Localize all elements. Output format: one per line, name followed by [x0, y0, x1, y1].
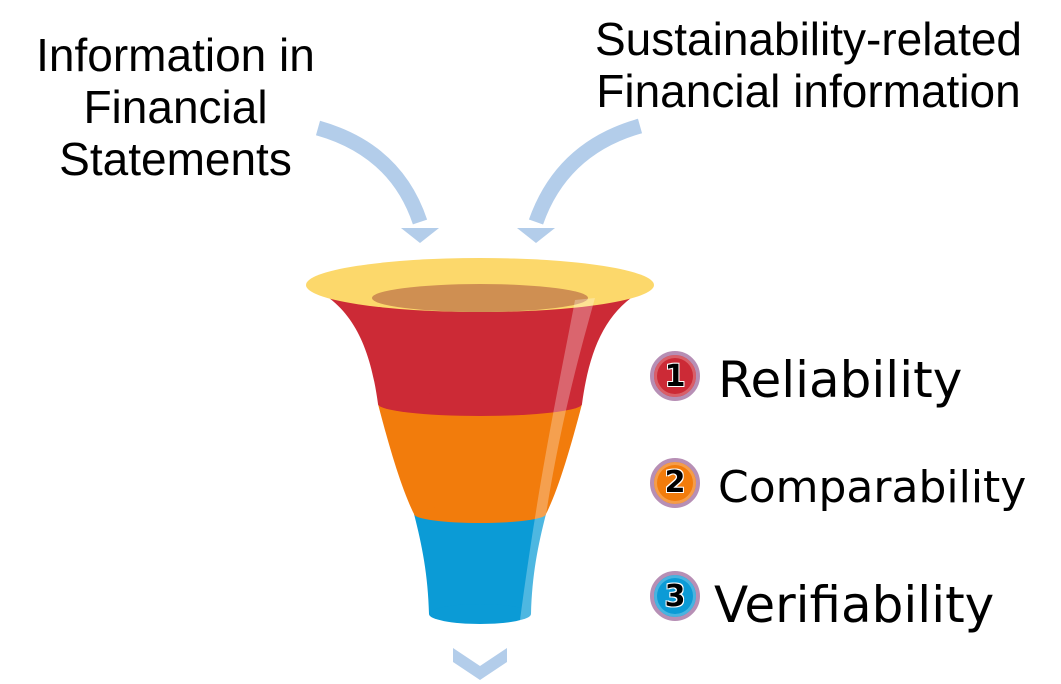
- left-curved-arrow-icon: [315, 120, 439, 243]
- funnel-highlight: [520, 298, 595, 622]
- criterion-label: Verifiability: [714, 576, 995, 634]
- criterion-comparability: 2 Comparability: [650, 452, 1026, 513]
- funnel-section-2: [378, 404, 582, 514]
- number-badge-3: 3: [650, 571, 700, 621]
- funnel-bottom: [429, 604, 531, 624]
- chevron-down-icon: [453, 648, 507, 680]
- number-badge-1: 1: [650, 351, 700, 401]
- funnel-section-1: [307, 285, 653, 404]
- input-label-sustainability-information: Sustainability-related Financial informa…: [594, 13, 1022, 117]
- criterion-label: Reliability: [718, 351, 963, 409]
- funnel-inner: [372, 284, 588, 312]
- funnel-icon: [306, 258, 654, 624]
- number-badge-2: 2: [650, 457, 700, 508]
- criterion-verifiability: 3 Verifiability: [650, 558, 994, 634]
- right-curved-arrow-icon: [517, 118, 643, 243]
- criterion-reliability: 1 Reliability: [650, 343, 962, 409]
- input-label-financial-statements: Information in Financial Statements: [36, 29, 315, 185]
- funnel-section-3: [414, 514, 546, 614]
- criterion-label: Comparability: [718, 462, 1027, 513]
